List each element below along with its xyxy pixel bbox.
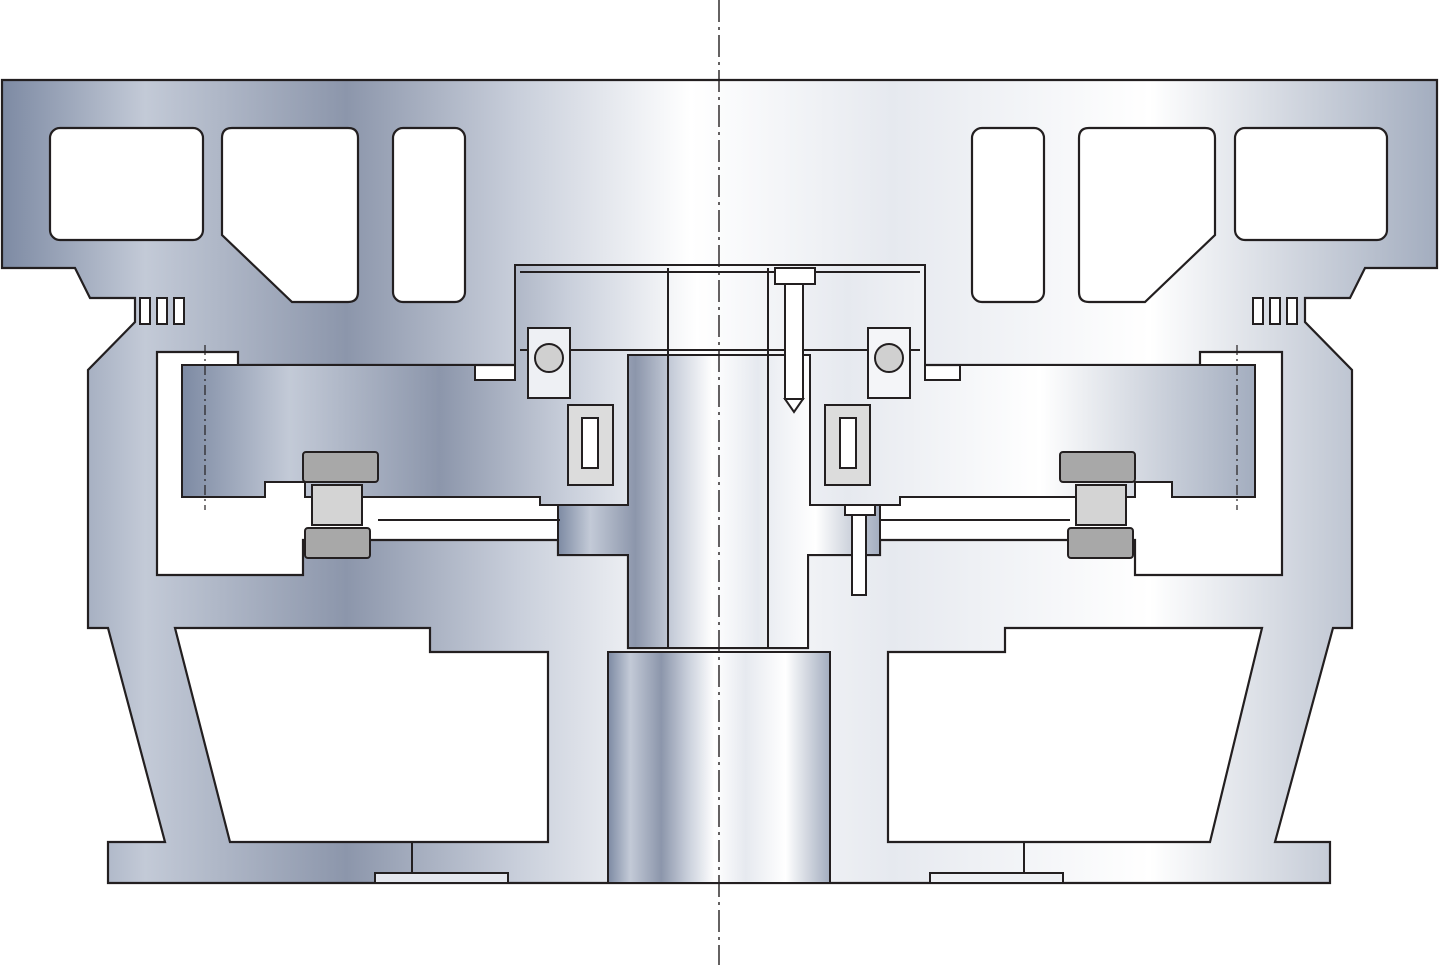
cavity (970, 126, 1046, 304)
roller-left (302, 451, 379, 559)
cavity (48, 126, 205, 242)
cavity (1233, 126, 1389, 242)
top-plate-cavities (48, 126, 1389, 304)
cavity (391, 126, 467, 304)
lower-cavity-left (173, 626, 550, 844)
roller-right (1059, 451, 1136, 559)
labyrinth-seal-right (1252, 297, 1298, 325)
ball-bearing-left (527, 327, 614, 486)
bolt-top (774, 267, 816, 414)
foot-pad-right (929, 872, 1064, 884)
foot-pad-left (374, 872, 509, 884)
cavity (1077, 126, 1217, 304)
cavity (220, 126, 360, 304)
labyrinth-seal-left (139, 297, 185, 325)
ball-bearing-right (824, 327, 911, 486)
bolt-bottom (844, 504, 876, 596)
lower-cavity-right (886, 626, 1264, 844)
